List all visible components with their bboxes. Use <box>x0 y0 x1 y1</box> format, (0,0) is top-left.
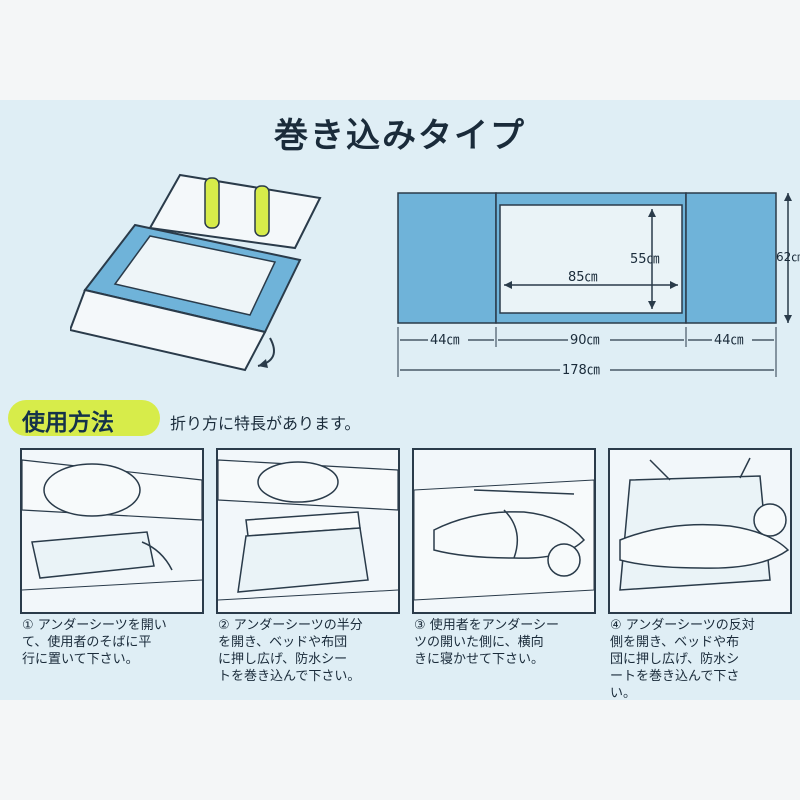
sheet-right-wing <box>685 192 777 324</box>
inner-width-label: 85㎝ <box>568 270 598 285</box>
step-1-line-1: ① アンダーシーツを開い <box>22 618 167 633</box>
label-bg-total <box>560 361 610 377</box>
band-right <box>254 185 270 237</box>
step-4-line-1: ④ アンダーシーツの反対 <box>610 618 755 633</box>
center-label: 90㎝ <box>570 333 600 348</box>
total-width-label: 178㎝ <box>562 363 600 378</box>
step-3-line-2: ツの開いた側に、横向 <box>414 635 544 650</box>
label-bg-center <box>568 331 610 347</box>
step-4-line-5: い。 <box>610 686 637 701</box>
step-1-drawing <box>22 459 202 591</box>
dimension-diagram: 55㎝ 85㎝ 62㎝ 44㎝ 90㎝ 44㎝ 178㎝ <box>397 192 800 378</box>
usage-badge <box>8 400 160 436</box>
usage-note: 折り方に特長があります。 <box>170 414 361 433</box>
step-2-line-1: ② アンダーシーツの半分 <box>218 618 363 633</box>
step-1-illustration <box>20 448 204 614</box>
label-bg-left <box>428 331 468 347</box>
step-2-line-2: を開き、ベッドや布団 <box>218 635 348 650</box>
step-2-text: ② アンダーシーツの半分 を開き、ベッドや布団 に押し広げ、防水シー トを巻き込… <box>218 617 402 685</box>
step-4-line-2: 側を開き、ベッドや布 <box>610 635 740 650</box>
inner-height-label: 55㎝ <box>630 252 660 267</box>
step-2-line-4: トを巻き込んで下さい。 <box>218 669 361 684</box>
left-wing-label: 44㎝ <box>430 333 460 348</box>
step-3-line-3: きに寝かせて下さい。 <box>414 652 545 667</box>
pillow-top <box>148 173 322 250</box>
product-type-title: 巻き込みタイプ <box>274 116 526 156</box>
step-4-line-4: ートを巻き込んで下さ <box>610 669 740 684</box>
step-3-text: ③ 使用者をアンダーシー ツの開いた側に、横向 きに寝かせて下さい。 <box>414 617 598 668</box>
fold-arrow-head <box>258 359 268 368</box>
step-3-line-1: ③ 使用者をアンダーシー <box>414 618 560 633</box>
step-1-text: ① アンダーシーツを開い て、使用者のそばに平 行に置いて下さい。 <box>22 617 206 668</box>
right-wing-label: 44㎝ <box>714 333 744 348</box>
band-left <box>204 177 220 229</box>
step-1-line-2: て、使用者のそばに平 <box>22 635 152 650</box>
step-4-text: ④ アンダーシーツの反対 側を開き、ベッドや布 団に押し広げ、防水シ ートを巻き… <box>610 617 794 702</box>
total-height-label: 62㎝ <box>776 250 800 264</box>
step-2-drawing <box>218 459 398 601</box>
step-1-line-3: 行に置いて下さい。 <box>22 652 139 667</box>
step-3-illustration <box>412 448 596 614</box>
step-2-illustration <box>216 448 400 614</box>
label-bg-right <box>712 331 752 347</box>
step-4-illustration <box>608 448 792 614</box>
folded-sheet-illustration <box>70 173 322 372</box>
step-4-drawing <box>619 457 790 591</box>
step-4-line-3: 団に押し広げ、防水シ <box>610 652 740 667</box>
sheet-roll <box>70 288 267 372</box>
sheet-white-center <box>113 235 277 316</box>
usage-title: 使用方法 <box>22 410 114 436</box>
step-2-line-3: に押し広げ、防水シー <box>218 652 348 667</box>
step-3-drawing <box>414 479 594 601</box>
sheet-left-wing <box>397 192 497 324</box>
